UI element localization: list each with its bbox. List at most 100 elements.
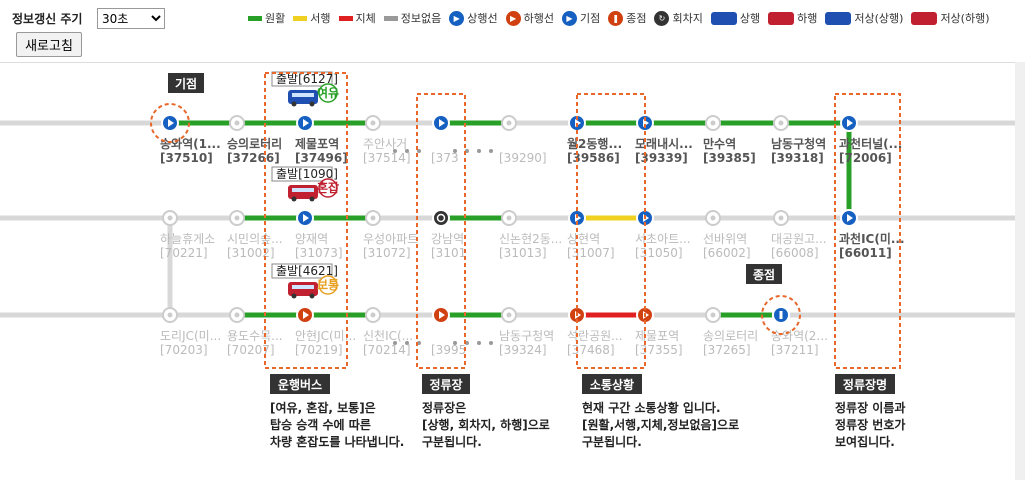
station-id: [37266] [227,151,280,165]
highlight-title: 정류장명 [843,377,887,392]
station-name: 석란공원... [567,329,623,343]
legend-item: 원활 [248,10,285,26]
station-id: [39324] [499,343,547,357]
bus-label-box [271,166,333,182]
highlight-desc: [상행, 회차지, 하행]으로 [422,417,550,432]
legend-item: 지체 [338,10,376,26]
legend-item: 서행 [293,10,331,26]
stop-icon: ▶ [505,10,521,26]
bus-window [292,93,314,97]
bus-icon [911,11,938,25]
highlight-desc: 정류장은 [422,400,466,415]
station-name: 과천터널(... [839,136,902,151]
arrow-glyph [439,119,445,127]
start-highlight [150,103,190,143]
station-name: 송와역(2... [771,329,828,343]
station-id: [39385] [703,151,756,165]
start-callout: 기점 [175,76,197,91]
highlight-desc: 구분됩니다. [422,434,482,449]
stop-dot [370,312,376,318]
legend-label: 하행선 [523,12,554,25]
stop-dot [167,312,173,318]
gap-dot [477,149,481,153]
stop-dot [778,215,784,221]
stop-dot [370,215,376,221]
highlight-title: 소통상황 [590,377,634,392]
highlight-box [576,93,646,369]
legend-item: ▶하행선 [505,10,554,26]
station-id: [70221] [160,246,208,260]
turn-glyph [436,213,446,223]
bus-label: 출발[6127] [276,72,338,86]
station-name: 주안사거 [363,137,407,151]
bus-window [292,188,314,192]
station-name: 선바위역 [703,232,747,246]
station-id: [66011] [839,246,892,260]
stop-dot [167,215,173,221]
station-name: 과천IC(미... [839,231,905,246]
bus-wheel [291,293,297,299]
highlight-desc: 정류장 번호가 [835,417,905,432]
legend-label: 회차지 [672,12,703,25]
highlight-desc: 정류장 이름과 [835,400,905,415]
stop-icon: ▶ [561,10,577,26]
station-id: [37265] [703,343,751,357]
highlight-desc: 보여집니다. [835,434,895,449]
arrow-glyph [168,119,174,127]
legend-label: 상행 [739,12,761,25]
bus-icon [768,11,795,25]
arrow-glyph [303,214,309,222]
station-id: [31073] [295,246,343,260]
highlight-title-box [422,374,470,394]
legend-label: 서행 [310,12,331,25]
highlight-title: 운행버스 [278,377,322,392]
bus-label: 출발[4621] [276,264,338,278]
station-id: [39318] [771,151,824,165]
station-id: [37468] [567,343,615,357]
stop-icon: ▶ [449,10,465,26]
legend-item: 정보없음 [383,10,441,26]
highlight-desc: 구분됩니다. [582,434,642,449]
end-callout-box [746,264,782,284]
station-name: 서초아트... [635,232,691,246]
gap-dot [489,341,493,345]
legend-swatch [383,15,398,21]
station-id: [31007] [567,246,615,260]
legend-item: 저상(하행) [911,10,990,26]
station-id: [37496] [295,151,348,165]
crowd-badge-text: 혼잡 [317,180,339,195]
gap-dot [393,149,397,153]
station-name: 월2동행... [567,136,622,151]
station-id: [31002] [227,246,275,260]
legend-item: 하행 [768,10,817,26]
legend-label: 원활 [265,12,286,25]
arrow-glyph [847,119,853,127]
divider [0,62,1025,63]
stop-dot [506,215,512,221]
refresh-interval-label: 정보갱신 주기 [12,12,83,26]
refresh-interval-select[interactable]: 30초 [97,8,165,29]
refresh-button[interactable]: 새로고침 [16,32,82,57]
bus-wheel [309,101,315,107]
legend-label: 하행 [797,12,818,25]
highlight-title-box [270,374,330,394]
bus-wheel [291,101,297,107]
station-name: 양재역 [295,232,328,246]
legend-label: 기점 [579,12,601,25]
station-name: 상현역 [567,232,600,246]
arrow-glyph [847,214,853,222]
stop-dot [234,215,240,221]
scrollbar[interactable] [1015,62,1025,480]
legend-swatch [248,15,262,21]
stop-dot [234,312,240,318]
stop-dot [710,215,716,221]
station-id: [66002] [703,246,751,260]
legend-item: ▶상행선 [449,10,498,26]
highlight-desc: 탑승 승객 수에 따른 [270,417,371,432]
station-id: [37355] [635,343,683,357]
bus-wheel [309,293,315,299]
highlight-desc: [원활,서행,지체,정보없음]으로 [582,417,739,432]
